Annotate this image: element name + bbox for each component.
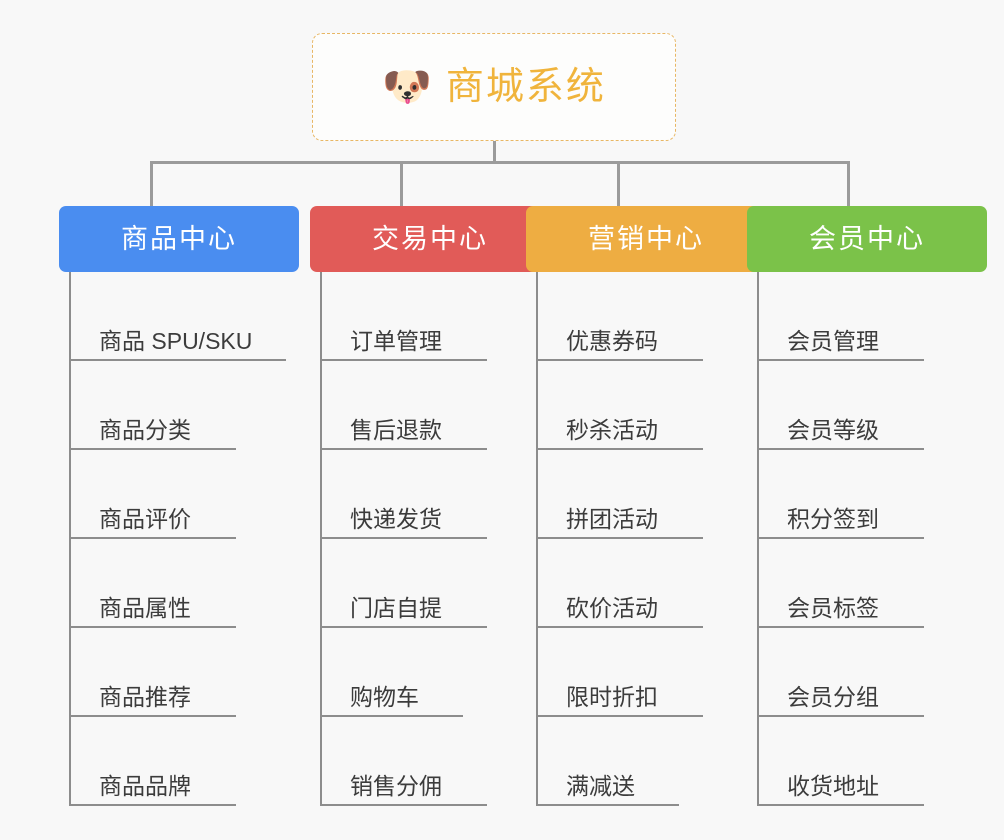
leaf-item-underline: [538, 359, 703, 361]
leaf-list-marketing-center: 优惠券码秒杀活动拼团活动砍价活动限时折扣满减送: [536, 272, 766, 806]
column-marketing-center: 营销中心优惠券码秒杀活动拼团活动砍价活动限时折扣满减送: [526, 206, 766, 806]
leaf-item[interactable]: 门店自提: [322, 539, 550, 628]
leaf-item[interactable]: 积分签到: [759, 450, 987, 539]
leaf-list-member-center: 会员管理会员等级积分签到会员标签会员分组收货地址: [757, 272, 987, 806]
leaf-item[interactable]: 会员标签: [759, 539, 987, 628]
leaf-item[interactable]: 商品推荐: [71, 628, 299, 717]
leaf-item-underline: [71, 715, 236, 717]
leaf-item[interactable]: 订单管理: [322, 272, 550, 361]
connector-root-stem: [493, 141, 496, 163]
leaf-item[interactable]: 购物车: [322, 628, 550, 717]
leaf-item-label: 会员分组: [787, 684, 879, 710]
leaf-item[interactable]: 秒杀活动: [538, 361, 766, 450]
leaf-item-underline: [538, 537, 703, 539]
leaf-item-label: 商品评价: [99, 506, 191, 532]
column-member-center: 会员中心会员管理会员等级积分签到会员标签会员分组收货地址: [747, 206, 987, 806]
leaf-item-underline: [71, 448, 236, 450]
leaf-item-label: 收货地址: [787, 773, 879, 799]
root-node-title: 商城系统: [445, 66, 606, 108]
leaf-item-label: 商品分类: [99, 417, 191, 443]
leaf-item-underline: [71, 804, 236, 806]
leaf-item-underline: [759, 359, 924, 361]
leaf-item[interactable]: 满减送: [538, 717, 766, 806]
leaf-item-underline: [322, 359, 487, 361]
leaf-item-label: 积分签到: [787, 506, 879, 532]
leaf-item-underline: [538, 626, 703, 628]
leaf-item-underline: [759, 715, 924, 717]
leaf-item[interactable]: 拼团活动: [538, 450, 766, 539]
leaf-item-label: 会员标签: [787, 595, 879, 621]
leaf-item-underline: [71, 626, 236, 628]
connector-drop-trade-center: [400, 161, 403, 206]
leaf-item-label: 商品品牌: [99, 773, 191, 799]
root-node[interactable]: 🐶 商城系统: [312, 33, 676, 141]
category-label: 交易中心: [372, 223, 488, 254]
leaf-item-underline: [71, 359, 286, 361]
connector-drop-member-center: [847, 161, 850, 206]
leaf-item[interactable]: 商品 SPU/SKU: [71, 272, 299, 361]
leaf-item[interactable]: 商品分类: [71, 361, 299, 450]
leaf-item-underline: [759, 448, 924, 450]
leaf-item-label: 售后退款: [350, 417, 442, 443]
category-block-marketing-center[interactable]: 营销中心: [526, 206, 766, 272]
leaf-item-underline: [538, 715, 703, 717]
leaf-item-label: 满减送: [566, 773, 635, 799]
leaf-item-underline: [322, 715, 463, 717]
leaf-item-label: 商品属性: [99, 595, 191, 621]
leaf-item[interactable]: 收货地址: [759, 717, 987, 806]
leaf-item-label: 购物车: [350, 684, 419, 710]
leaf-item-underline: [322, 537, 487, 539]
leaf-item[interactable]: 销售分佣: [322, 717, 550, 806]
leaf-item-underline: [322, 448, 487, 450]
leaf-item[interactable]: 会员等级: [759, 361, 987, 450]
leaf-item-label: 会员等级: [787, 417, 879, 443]
leaf-item-label: 快递发货: [350, 506, 442, 532]
leaf-item-label: 拼团活动: [566, 506, 658, 532]
leaf-item[interactable]: 售后退款: [322, 361, 550, 450]
leaf-item[interactable]: 商品属性: [71, 539, 299, 628]
leaf-item[interactable]: 优惠券码: [538, 272, 766, 361]
leaf-item-label: 秒杀活动: [566, 417, 658, 443]
leaf-item-underline: [538, 804, 679, 806]
leaf-item[interactable]: 会员管理: [759, 272, 987, 361]
column-trade-center: 交易中心订单管理售后退款快递发货门店自提购物车销售分佣: [310, 206, 550, 806]
leaf-item-underline: [538, 448, 703, 450]
leaf-item[interactable]: 快递发货: [322, 450, 550, 539]
leaf-item[interactable]: 商品品牌: [71, 717, 299, 806]
category-label: 商品中心: [121, 223, 237, 254]
leaf-list-trade-center: 订单管理售后退款快递发货门店自提购物车销售分佣: [320, 272, 550, 806]
leaf-item-label: 商品 SPU/SKU: [99, 328, 253, 354]
shiba-dog-face-icon: 🐶: [382, 65, 432, 109]
column-product-center: 商品中心商品 SPU/SKU 商品分类商品评价商品属性商品推荐商品品牌: [59, 206, 299, 806]
leaf-item-underline: [322, 626, 487, 628]
category-block-product-center[interactable]: 商品中心: [59, 206, 299, 272]
leaf-item-label: 优惠券码: [566, 328, 658, 354]
leaf-item[interactable]: 会员分组: [759, 628, 987, 717]
leaf-item-underline: [759, 626, 924, 628]
connector-horizontal-bar: [150, 161, 850, 164]
leaf-item-label: 门店自提: [350, 595, 442, 621]
leaf-item-label: 砍价活动: [566, 595, 658, 621]
leaf-item-label: 会员管理: [787, 328, 879, 354]
leaf-item[interactable]: 限时折扣: [538, 628, 766, 717]
leaf-item-label: 销售分佣: [350, 773, 442, 799]
connector-drop-product-center: [150, 161, 153, 206]
category-block-trade-center[interactable]: 交易中心: [310, 206, 550, 272]
category-block-member-center[interactable]: 会员中心: [747, 206, 987, 272]
leaf-item-label: 订单管理: [350, 328, 442, 354]
connector-drop-marketing-center: [617, 161, 620, 206]
leaf-item-underline: [71, 537, 236, 539]
category-label: 会员中心: [809, 223, 925, 254]
leaf-item-label: 商品推荐: [99, 684, 191, 710]
leaf-item-underline: [322, 804, 487, 806]
leaf-item[interactable]: 砍价活动: [538, 539, 766, 628]
leaf-list-product-center: 商品 SPU/SKU 商品分类商品评价商品属性商品推荐商品品牌: [69, 272, 299, 806]
leaf-item-label: 限时折扣: [566, 684, 658, 710]
leaf-item-underline: [759, 537, 924, 539]
leaf-item[interactable]: 商品评价: [71, 450, 299, 539]
leaf-item-underline: [759, 804, 924, 806]
category-label: 营销中心: [588, 223, 704, 254]
